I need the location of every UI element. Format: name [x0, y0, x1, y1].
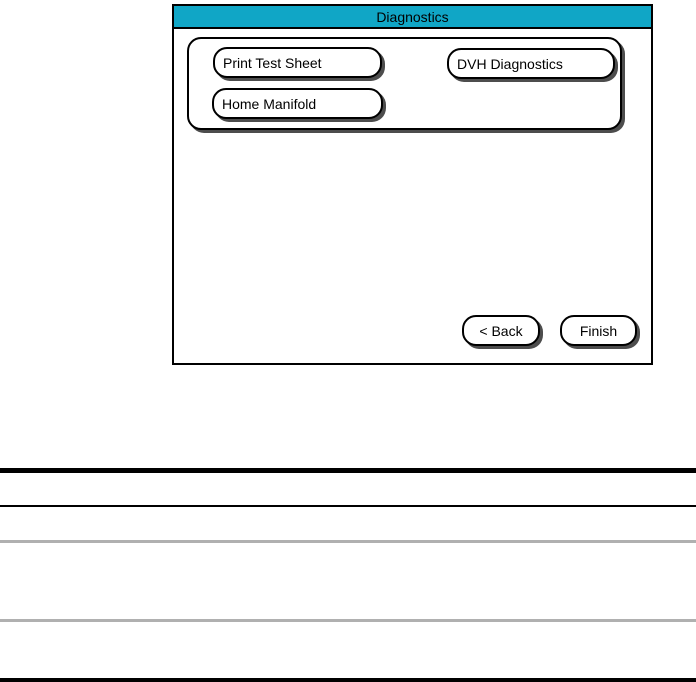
back-button[interactable]: < Back [462, 315, 540, 346]
dialog-title: Diagnostics [376, 8, 449, 25]
back-button-label: < Back [479, 322, 523, 339]
dvh-diagnostics-label: DVH Diagnostics [457, 55, 563, 72]
finish-button[interactable]: Finish [560, 315, 637, 346]
print-test-sheet-button[interactable]: Print Test Sheet [213, 47, 382, 78]
finish-button-label: Finish [579, 322, 618, 339]
home-manifold-label: Home Manifold [222, 95, 317, 112]
dialog-titlebar: Diagnostics [174, 6, 651, 29]
dvh-diagnostics-button[interactable]: DVH Diagnostics [447, 48, 615, 79]
document-rule-thin-black [0, 505, 696, 507]
document-rule-thick-top [0, 468, 696, 473]
home-manifold-button[interactable]: Home Manifold [212, 88, 383, 119]
document-rule-thick-bottom [0, 678, 696, 682]
document-rule-gray-lower [0, 619, 696, 622]
document-rule-gray-upper [0, 540, 696, 543]
print-test-sheet-label: Print Test Sheet [223, 54, 322, 71]
diagnostics-dialog: Diagnostics Print Test Sheet DVH Diagnos… [172, 4, 653, 365]
